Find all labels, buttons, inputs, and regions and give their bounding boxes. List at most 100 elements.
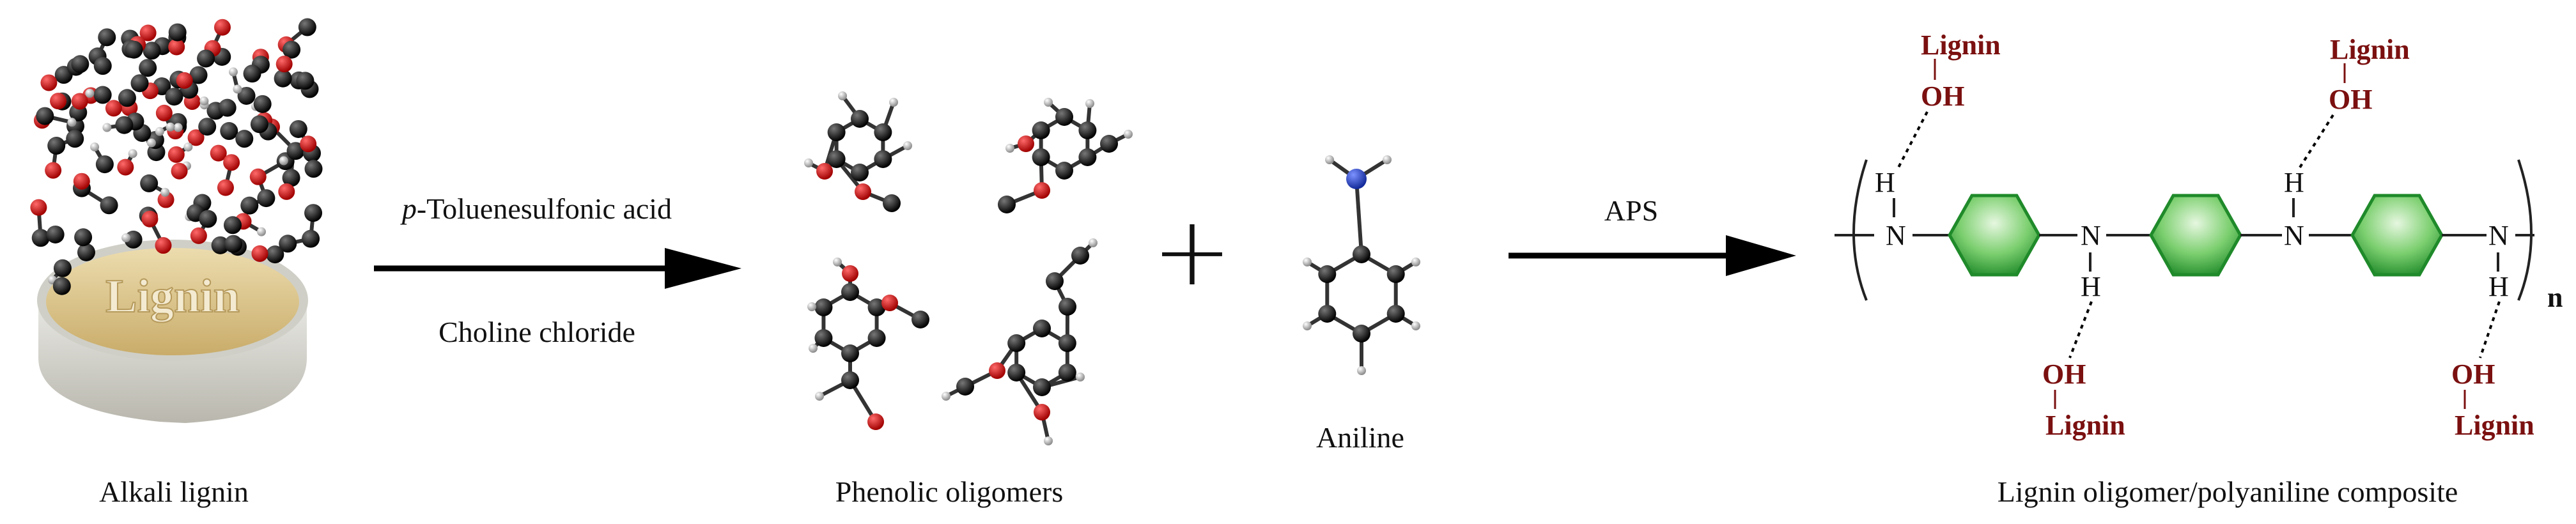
plus-sign: + xyxy=(1152,196,1232,307)
aniline-atom-h xyxy=(1325,155,1334,164)
lignin-atom-c xyxy=(304,204,323,222)
lignin-atom-o xyxy=(190,227,207,244)
aniline-atom-h xyxy=(1357,366,1366,375)
lignin-powder xyxy=(46,248,299,355)
phenolic-2-atom-c xyxy=(998,196,1016,213)
phenolic-1-atom-c xyxy=(883,194,901,212)
aps-label: APS xyxy=(1604,194,1658,227)
lignin-atom-h xyxy=(160,187,170,197)
h-atom-4: H xyxy=(2488,271,2509,302)
lignin-atom-c xyxy=(118,89,136,107)
phenolic-3-atom-c xyxy=(841,283,859,301)
lignin-atom-h xyxy=(85,89,95,98)
lignin-atom-c xyxy=(143,42,161,60)
phenolic-1-atom-c xyxy=(827,150,846,168)
phenolic-1-atom-h xyxy=(838,91,847,100)
phenolic-3-atom-h xyxy=(807,302,816,311)
lignin-molecule-model xyxy=(30,18,323,295)
lignin-atom-o xyxy=(217,179,234,196)
aniline-atom-c xyxy=(1353,325,1370,343)
lignin-atom-c xyxy=(235,130,254,148)
phenolic-3-atom-c xyxy=(841,344,859,362)
lignin-atom-c xyxy=(237,86,256,105)
phenolic-2-atom-c xyxy=(1078,148,1097,166)
lignin-atom-c xyxy=(47,137,66,155)
h-bond-1 xyxy=(1897,111,1928,168)
benzene-ring-2 xyxy=(2149,194,2242,277)
phenolic-1-atom-h xyxy=(804,158,813,167)
lignin-atom-o xyxy=(251,245,268,262)
phenolic-oligomer-models xyxy=(804,91,1133,445)
reagent-label: p-Toluenesulfonic acid xyxy=(400,192,672,225)
lignin-atom-c xyxy=(189,66,208,84)
n-atom-3: N xyxy=(2284,220,2304,251)
phenolic-2-atom-c xyxy=(1100,135,1118,153)
lignin-atom-o xyxy=(278,183,295,200)
phenolic-4-atom-c xyxy=(1046,272,1064,290)
lignin-atom-h xyxy=(279,156,288,166)
lignin-atom-h xyxy=(121,233,131,243)
alkali-lignin-caption: Alkali lignin xyxy=(99,475,249,508)
phenolic-2-atom-h xyxy=(1044,98,1053,107)
lignin-atom-c xyxy=(279,235,297,253)
aniline-bond xyxy=(1354,178,1363,255)
h-atom-2: H xyxy=(2081,271,2101,302)
lignin-atom-h xyxy=(173,123,183,132)
benzene-ring-1 xyxy=(1948,194,2041,277)
lignin-label-2: Lignin xyxy=(2330,34,2410,65)
phenolic-1-atom-c xyxy=(851,110,869,128)
lignin-atom-o xyxy=(71,93,88,110)
phenolic-2-atom-h xyxy=(1124,130,1133,139)
lignin-atom-c xyxy=(139,59,157,77)
phenolic-4-atom-c xyxy=(1071,247,1089,265)
lignin-atom-o xyxy=(157,191,175,208)
aniline-atom-c xyxy=(1318,305,1337,323)
lignin-atom-c xyxy=(257,189,275,208)
phenolic-3-atom-h xyxy=(833,258,842,266)
lignin-atom-c xyxy=(77,243,95,261)
lignin-atom-h xyxy=(257,227,267,236)
lignin-atom-o xyxy=(249,168,267,185)
aniline-atom-n xyxy=(1346,169,1367,189)
phenolic-2-group xyxy=(998,98,1133,213)
lignin-atom-h xyxy=(67,118,77,127)
lignin-atom-c xyxy=(253,95,272,113)
benzene-ring-3 xyxy=(2350,194,2444,277)
choline-label: Choline chloride xyxy=(438,316,635,348)
lignin-atom-c xyxy=(302,229,320,248)
n-atom-1: N xyxy=(1886,220,1906,251)
lignin-atom-c xyxy=(95,155,114,174)
phenolic-4-atom-h xyxy=(942,392,950,401)
aniline-atom-c xyxy=(1386,265,1405,283)
lignin-atom-o xyxy=(105,100,122,117)
lignin-atom-c xyxy=(274,69,292,88)
phenolic-4-atom-h xyxy=(1044,436,1053,445)
composite-caption: Lignin oligomer/polyaniline composite xyxy=(1998,475,2458,508)
aniline-atom-h xyxy=(1383,155,1392,164)
lignin-atom-c xyxy=(53,259,72,277)
lignin-atom-o xyxy=(210,144,227,162)
lignin-atom-c xyxy=(66,130,84,148)
oh-label-4: OH xyxy=(2451,358,2495,390)
phenolic-1-atom-h xyxy=(889,98,898,107)
lignin-atom-c xyxy=(243,65,261,83)
lignin-atom-c xyxy=(115,116,134,134)
bracket-left xyxy=(1852,159,1868,301)
phenolic-4-atom-o xyxy=(989,362,1005,379)
lignin-atom-c xyxy=(93,86,112,104)
n-atom-2: N xyxy=(2081,220,2101,251)
lignin-atom-h xyxy=(233,84,242,94)
phenolic-4-atom-c xyxy=(1058,364,1076,381)
phenolic-3-atom-o xyxy=(867,413,884,430)
oh-label-2: OH xyxy=(2329,84,2372,115)
lignin-atom-o xyxy=(300,135,317,153)
phenolic-4-atom-h xyxy=(1076,373,1085,381)
lignin-atom-c xyxy=(71,55,89,73)
phenolic-3-atom-h xyxy=(815,392,824,401)
aniline-caption: Aniline xyxy=(1316,421,1404,454)
lignin-atom-o xyxy=(187,129,205,146)
phenolic-1-atom-c xyxy=(827,123,846,141)
phenolic-1-atom-o xyxy=(816,163,833,180)
lignin-atom-c xyxy=(130,74,149,93)
